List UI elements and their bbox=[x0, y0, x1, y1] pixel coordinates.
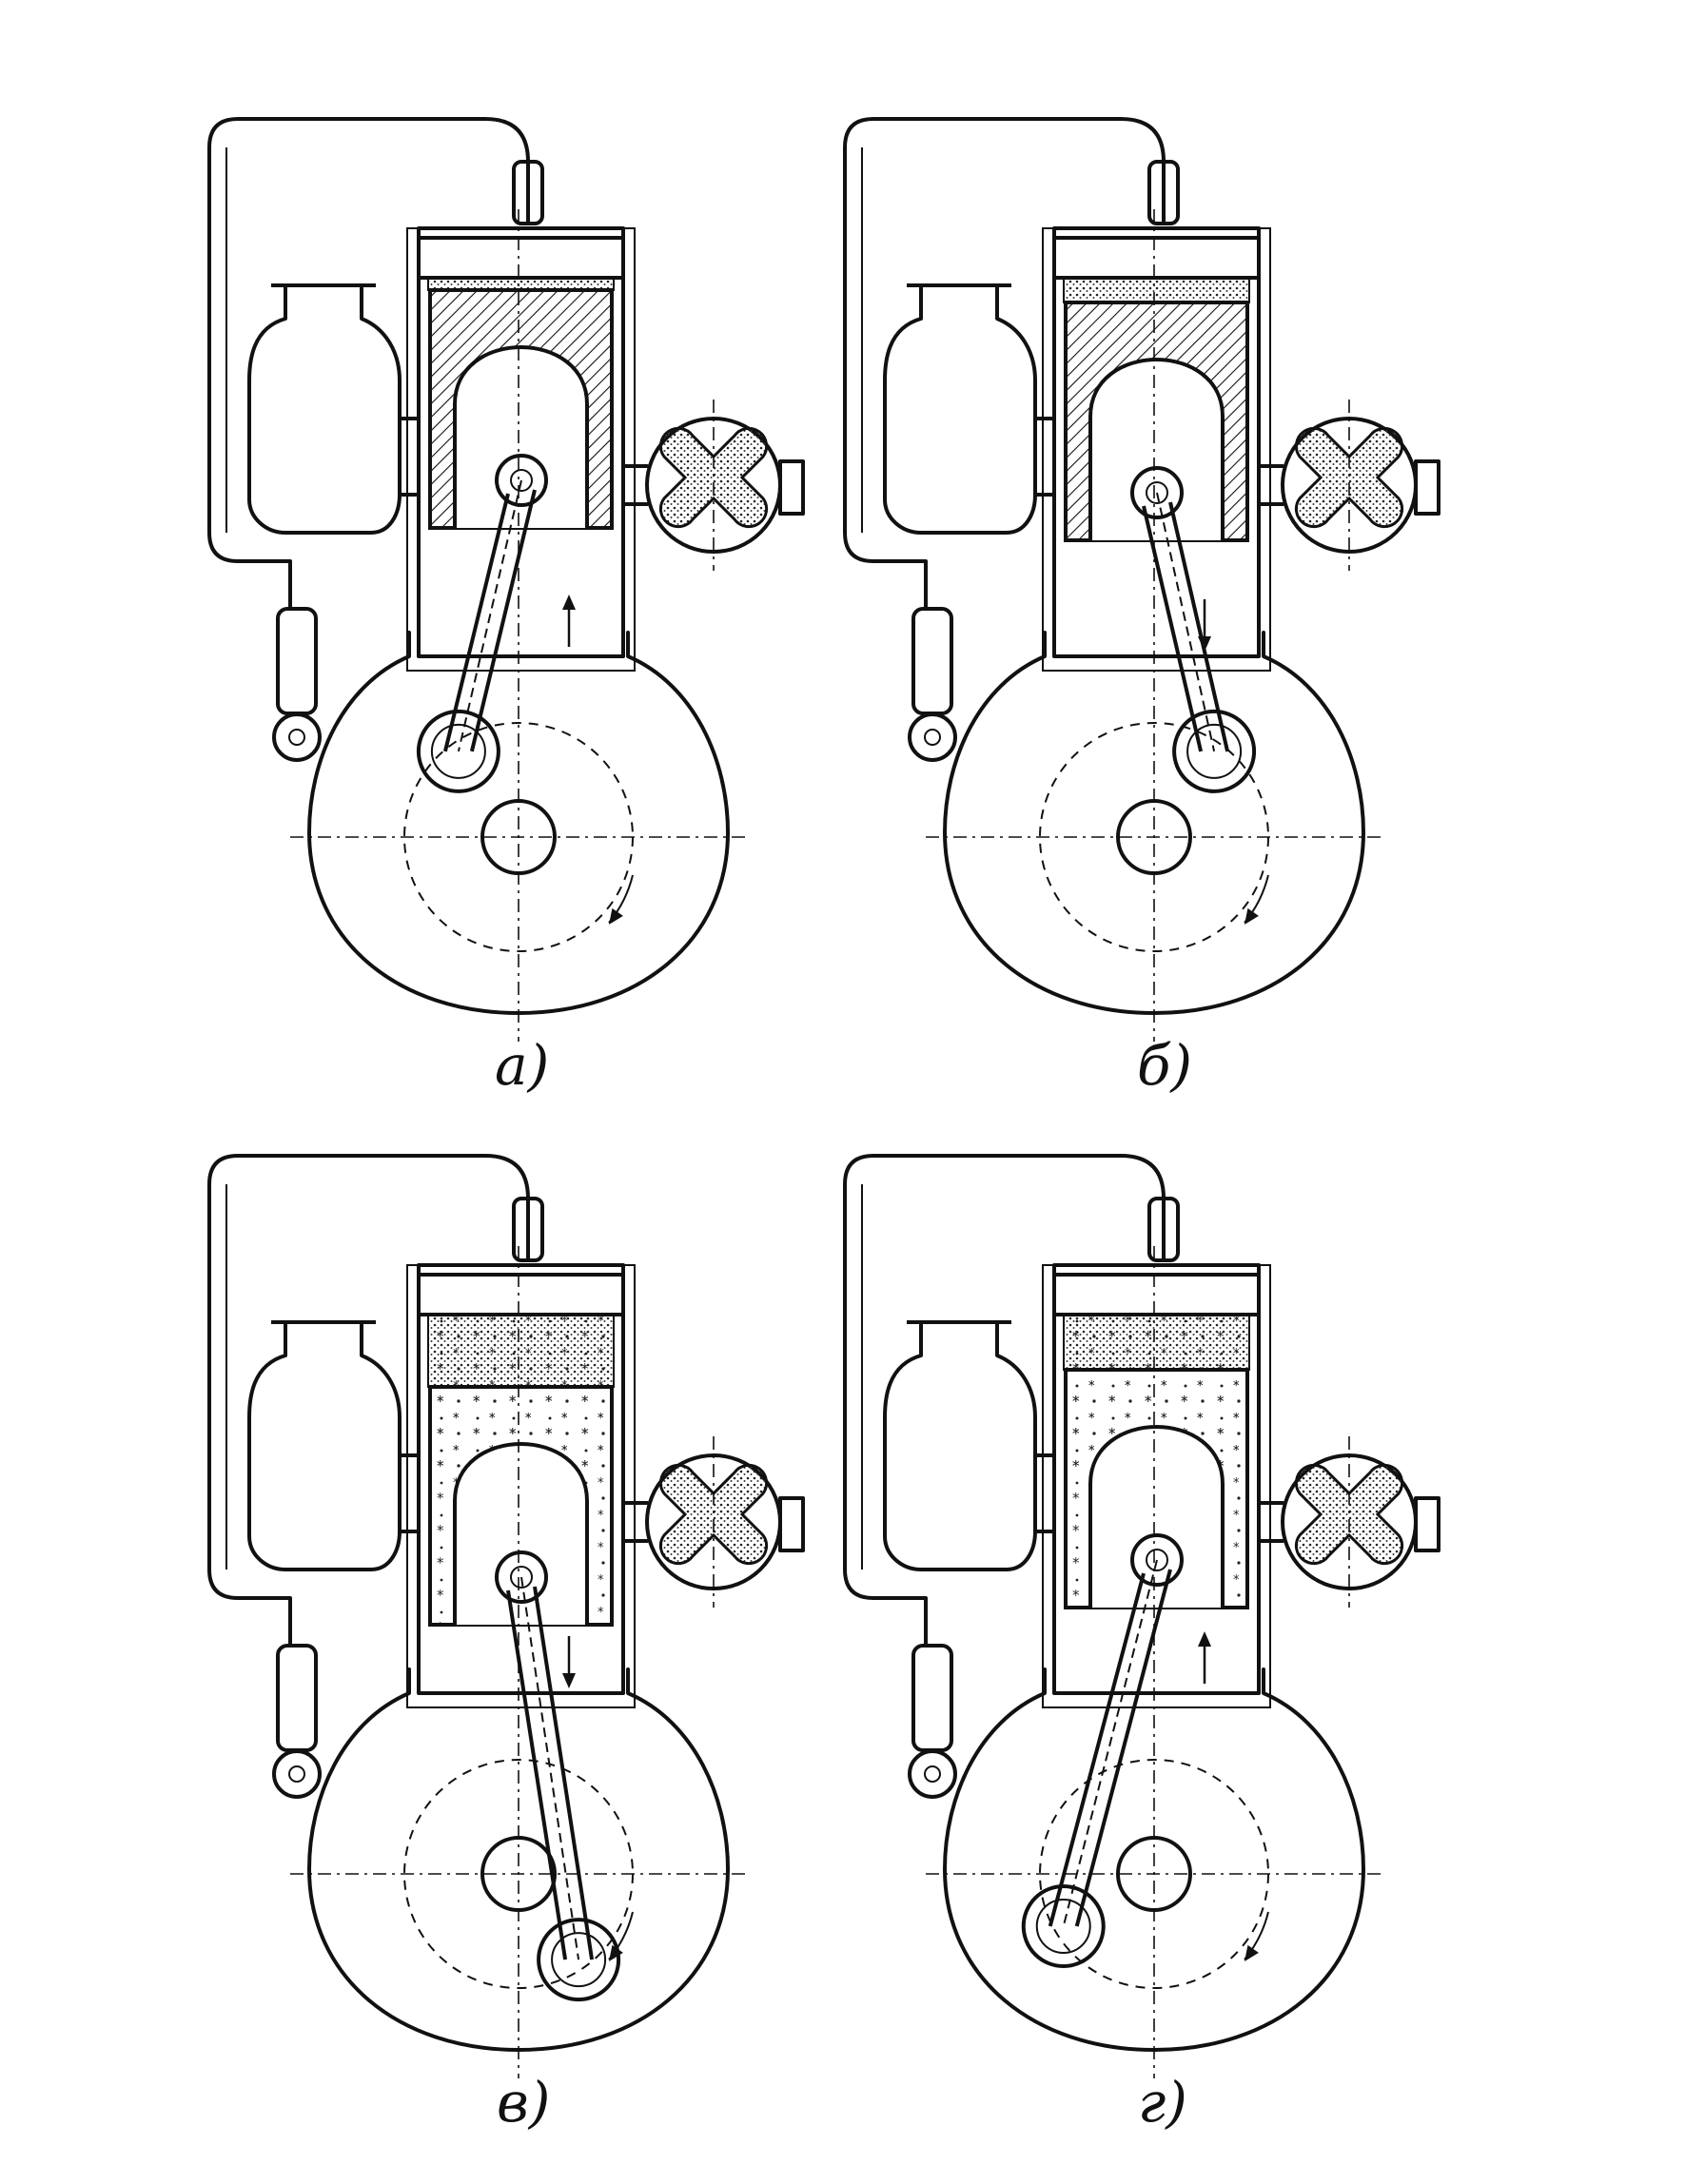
fuel-pump-cam bbox=[272, 1749, 322, 1799]
cylinder-head bbox=[417, 1263, 625, 1316]
cylinder bbox=[1052, 236, 1261, 658]
fuel-pump-cam-center bbox=[924, 1765, 941, 1783]
injector bbox=[512, 1197, 544, 1262]
conrod-left bbox=[442, 493, 510, 752]
blower-duct bbox=[1257, 1501, 1284, 1543]
fuel-pipe bbox=[843, 1154, 1166, 1648]
blower-duct bbox=[621, 464, 649, 506]
arrow-icon bbox=[562, 595, 576, 610]
blower-outlet bbox=[1414, 1496, 1440, 1552]
rotation-arrow-icon bbox=[1244, 1944, 1259, 1961]
fuel-pump bbox=[276, 607, 318, 715]
conrod-axis bbox=[1156, 492, 1216, 752]
cylinder-head bbox=[1052, 1263, 1261, 1316]
fuel-pipe bbox=[207, 117, 530, 611]
piston-pin bbox=[1130, 1533, 1184, 1587]
piston-skirt bbox=[1088, 1425, 1225, 1608]
blower-outlet bbox=[778, 1496, 805, 1552]
receiver-port bbox=[398, 417, 421, 497]
crank-pin bbox=[416, 709, 500, 793]
cylinder-head bbox=[417, 226, 625, 280]
panel-label-b: б) bbox=[1137, 1033, 1192, 1098]
receiver-port bbox=[1033, 417, 1056, 497]
blower-outlet bbox=[778, 459, 805, 516]
air-receiver bbox=[247, 283, 402, 535]
panel-label-c: в) bbox=[497, 2070, 550, 2135]
panel-a bbox=[207, 117, 805, 1042]
air-receiver bbox=[247, 1320, 402, 1571]
piston-pin-hole bbox=[1146, 1549, 1168, 1571]
crank-pin bbox=[1172, 709, 1257, 793]
panel-b bbox=[843, 117, 1440, 1042]
fuel-pump-cam-center bbox=[288, 729, 305, 746]
blower-duct bbox=[1257, 464, 1284, 506]
fuel-pump-cam-center bbox=[288, 1765, 305, 1783]
air-receiver bbox=[883, 1320, 1037, 1571]
panel-d bbox=[843, 1154, 1440, 2078]
cylinder bbox=[417, 236, 625, 658]
blower-rotor bbox=[658, 426, 769, 529]
piston-skirt bbox=[453, 345, 589, 528]
injector bbox=[512, 160, 544, 225]
piston-pin-hole bbox=[510, 1566, 533, 1589]
fuel-pump-cam-center bbox=[924, 729, 941, 746]
conrod-axis bbox=[520, 1576, 580, 1960]
conrod-right bbox=[469, 489, 537, 752]
cylinder bbox=[1052, 1273, 1261, 1695]
blower-outlet bbox=[1414, 459, 1440, 516]
cylinder-head bbox=[1052, 226, 1261, 280]
fuel-pump-cam bbox=[908, 1749, 957, 1799]
conrod-axis bbox=[457, 479, 522, 752]
air-receiver bbox=[883, 283, 1037, 535]
rotation-arrow-icon bbox=[1244, 907, 1259, 925]
fuel-pump-cam bbox=[908, 712, 957, 762]
cylinder bbox=[417, 1273, 625, 1695]
injector bbox=[1147, 1197, 1180, 1262]
conrod-left bbox=[1142, 505, 1204, 752]
charge-region bbox=[1063, 277, 1250, 303]
crank-pin-inner bbox=[551, 1932, 607, 1988]
fuel-pump bbox=[911, 1644, 953, 1752]
panel-c bbox=[207, 1154, 805, 2078]
blower-rotor bbox=[1294, 426, 1404, 529]
fuel-pump bbox=[911, 607, 953, 715]
piston-pin-hole bbox=[510, 469, 533, 492]
crank-pin bbox=[1021, 1884, 1106, 1968]
piston-pin bbox=[1130, 466, 1184, 519]
piston-pin bbox=[495, 1550, 548, 1604]
rotation-arrow-icon bbox=[609, 907, 623, 925]
piston-skirt bbox=[453, 1442, 589, 1625]
fuel-pump-cam bbox=[272, 712, 322, 762]
arrow-icon bbox=[562, 1673, 576, 1688]
conrod-axis bbox=[1062, 1559, 1158, 1927]
fuel-pipe bbox=[843, 117, 1166, 611]
panel-label-d: г) bbox=[1138, 2070, 1187, 2135]
arrow-icon bbox=[1198, 1631, 1211, 1647]
crank-pin-inner bbox=[1035, 1899, 1091, 1954]
piston-pin-hole bbox=[1146, 481, 1168, 504]
conrod-right bbox=[1074, 1569, 1172, 1927]
fuel-pump bbox=[276, 1644, 318, 1752]
piston-pin bbox=[495, 454, 548, 507]
conrod-right bbox=[533, 1586, 595, 1960]
piston-skirt bbox=[1088, 358, 1225, 540]
arrow-icon bbox=[1198, 636, 1211, 652]
rotation-arrow-icon bbox=[609, 1944, 623, 1961]
blower-rotor bbox=[658, 1463, 769, 1566]
injector bbox=[1147, 160, 1180, 225]
blower-duct bbox=[621, 1501, 649, 1543]
crank-pin-inner bbox=[1186, 723, 1243, 779]
crank-pin-inner bbox=[430, 723, 486, 779]
conrod-left bbox=[1048, 1572, 1146, 1927]
panel-label-a: а) bbox=[495, 1033, 549, 1098]
blower-rotor bbox=[1294, 1463, 1404, 1566]
crank-pin bbox=[537, 1918, 621, 2002]
receiver-port bbox=[398, 1453, 421, 1533]
receiver-port bbox=[1033, 1453, 1056, 1533]
conrod-left bbox=[506, 1589, 568, 1960]
fuel-pipe bbox=[207, 1154, 530, 1648]
